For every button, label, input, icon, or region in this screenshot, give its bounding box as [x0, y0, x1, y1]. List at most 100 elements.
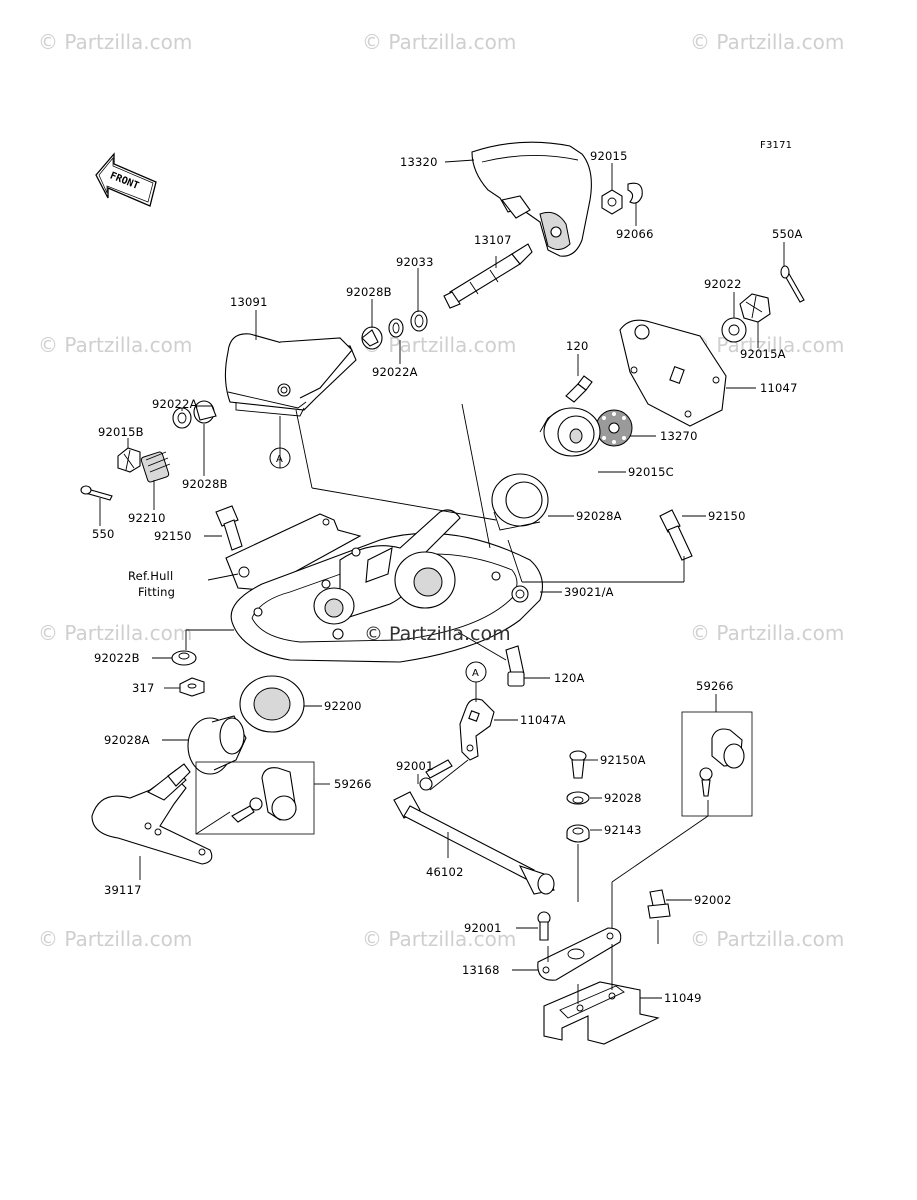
steering-cover-13091 — [224, 333, 357, 417]
washer-92022 — [721, 317, 747, 343]
castle-nut-92015b — [117, 447, 141, 473]
label-120a: 120A — [554, 671, 585, 685]
watermark-5: © Partzilla.com — [362, 333, 516, 357]
label-92028a-left: 92028A — [104, 733, 150, 747]
circlip-92033 — [410, 310, 428, 332]
watermark-6: © Partzilla.com — [690, 333, 844, 357]
label-92001-bottom: 92001 — [464, 921, 502, 935]
nut-92015 — [601, 189, 623, 215]
label-92150a: 92150A — [600, 753, 646, 767]
label-92143: 92143 — [604, 823, 642, 837]
watermark-4: © Partzilla.com — [38, 333, 192, 357]
bracket-11047 — [619, 319, 727, 427]
label-92150-left: 92150 — [154, 529, 192, 543]
label-13320: 13320 — [400, 155, 438, 169]
washer-92200 — [239, 675, 305, 733]
arm-39117 — [91, 763, 213, 865]
label-92001-top: 92001 — [396, 759, 434, 773]
label-92015c: 92015C — [628, 465, 674, 479]
label-59266-right: 59266 — [696, 679, 734, 693]
watermark-9: © Partzilla.com — [38, 927, 192, 951]
bushing-92028a-left — [187, 715, 247, 775]
bolt-120 — [565, 375, 593, 403]
label-92210: 92210 — [128, 511, 166, 525]
nut-317 — [179, 677, 205, 697]
label-13168: 13168 — [462, 963, 500, 977]
ball-joint-59266-right — [699, 728, 745, 797]
label-92022a-left: 92022A — [152, 397, 198, 411]
washer-92022a-top — [388, 318, 404, 338]
collar-92143 — [566, 824, 590, 843]
label-11047a: 11047A — [520, 713, 566, 727]
label-92028b-left: 92028B — [182, 477, 228, 491]
bolt-92150a — [569, 750, 587, 779]
label-92028: 92028 — [604, 791, 642, 805]
label-13270: 13270 — [660, 429, 698, 443]
spring-92210 — [140, 451, 171, 483]
callout-a-lower: A — [465, 661, 487, 683]
bracket-11049 — [543, 981, 660, 1045]
label-317: 317 — [132, 681, 155, 695]
label-13107: 13107 — [474, 233, 512, 247]
callout-box-59266-right — [681, 711, 753, 817]
label-120: 120 — [566, 339, 589, 353]
label-550a: 550A — [772, 227, 803, 241]
washer-92022b — [171, 650, 197, 666]
castle-nut-92015a — [739, 293, 771, 323]
label-11049: 11049 — [664, 991, 702, 1005]
label-92028a-right: 92028A — [576, 509, 622, 523]
label-92022: 92022 — [704, 277, 742, 291]
label-92028b-top: 92028B — [346, 285, 392, 299]
label-92022a-top: 92022A — [372, 365, 418, 379]
label-92015: 92015 — [590, 149, 628, 163]
figure-id: F3171 — [760, 140, 792, 151]
part-labels: 13320 92015 92066 13107 92033 92028B 920… — [92, 149, 803, 1005]
bolt-92150-right — [659, 509, 693, 561]
ball-joint-59266-left — [231, 767, 297, 823]
label-ref-hull-1: Ref.Hull — [128, 569, 173, 583]
clip-92066 — [627, 182, 643, 204]
label-59266-left: 59266 — [334, 777, 372, 791]
label-92150-right: 92150 — [708, 509, 746, 523]
center-watermark: © Partzilla.com — [364, 623, 511, 645]
steering-handle — [471, 141, 592, 257]
label-550: 550 — [92, 527, 115, 541]
rod-46102 — [393, 791, 555, 895]
svg-text:A: A — [276, 454, 283, 465]
label-39021a: 39021/A — [564, 585, 614, 599]
cotter-pin-550 — [80, 485, 113, 501]
watermark-8: © Partzilla.com — [690, 621, 844, 645]
watermark-1: © Partzilla.com — [38, 30, 192, 54]
ball-stud-92001-bottom — [537, 911, 551, 941]
bushing-92015c — [543, 407, 601, 457]
watermark-2: © Partzilla.com — [362, 30, 516, 54]
washer-92022a-left — [172, 407, 192, 429]
bolt-120a — [505, 645, 525, 687]
label-92033: 92033 — [396, 255, 434, 269]
bolt-92150-left — [215, 505, 243, 551]
watermark-7: © Partzilla.com — [38, 621, 192, 645]
label-92015a: 92015A — [740, 347, 786, 361]
label-92022b: 92022B — [94, 651, 140, 665]
watermark-11: © Partzilla.com — [690, 927, 844, 951]
bolt-92002 — [647, 889, 671, 919]
ball-stud-92001-top — [419, 759, 453, 791]
label-92066: 92066 — [616, 227, 654, 241]
watermark-3: © Partzilla.com — [690, 30, 844, 54]
bushing-92028a-right — [491, 473, 549, 531]
cotter-pin-550a — [780, 265, 805, 303]
label-46102: 46102 — [426, 865, 464, 879]
leader-lines — [99, 159, 785, 1004]
steering-base-hull — [230, 509, 543, 663]
bushing-92028b-top — [361, 326, 383, 350]
lever-11047a — [459, 698, 495, 761]
label-92015b: 92015B — [98, 425, 144, 439]
label-13091: 13091 — [230, 295, 268, 309]
front-arrow-icon: FRONT — [95, 152, 157, 207]
plate-13270 — [595, 409, 633, 447]
svg-text:A: A — [472, 668, 479, 679]
watermark-10: © Partzilla.com — [362, 927, 516, 951]
label-11047: 11047 — [760, 381, 798, 395]
label-39117: 39117 — [104, 883, 142, 897]
label-ref-hull-2: Fitting — [138, 585, 175, 599]
